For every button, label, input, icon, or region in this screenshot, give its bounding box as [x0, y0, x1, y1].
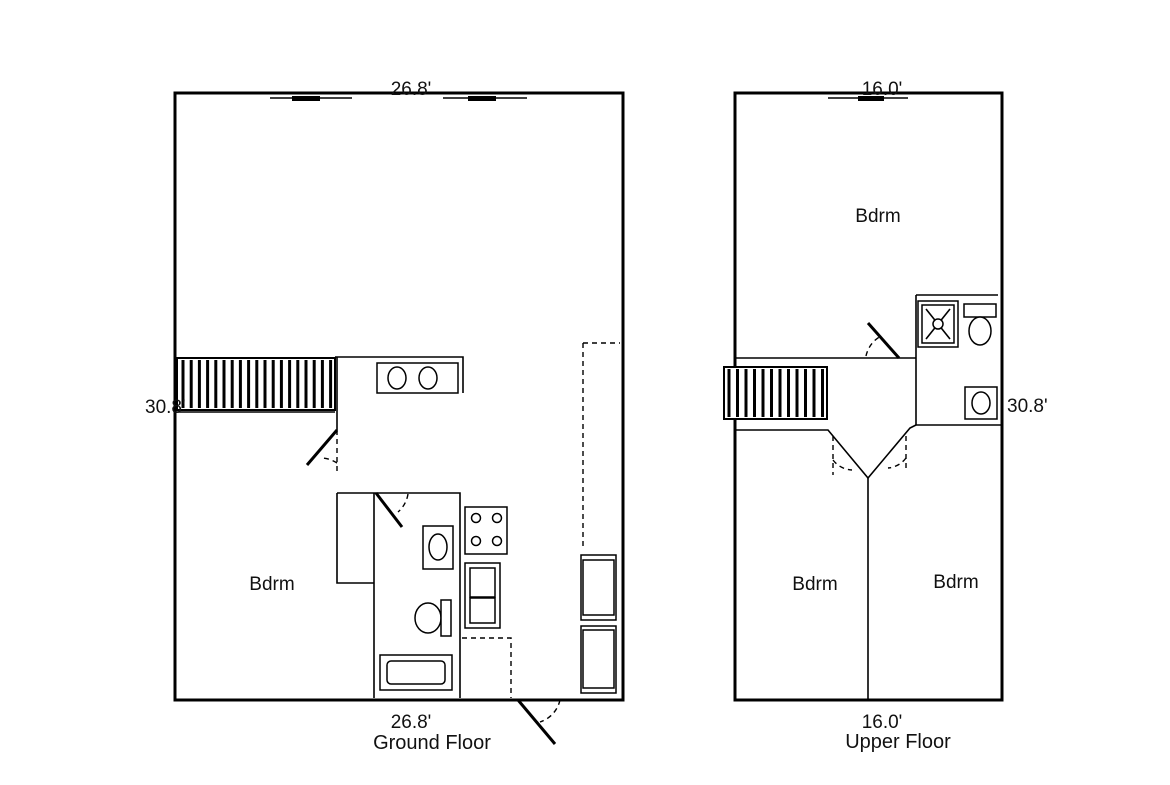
ground-floor-top-dimension: 26.8' [391, 79, 432, 100]
upper-floor-bedroom-top-label: Bdrm [855, 206, 900, 227]
upper-floor-bedroom-right-label: Bdrm [933, 572, 978, 593]
upper-floor-staircase [723, 366, 828, 420]
ground-floor-side-dimension: 30.8' [145, 397, 186, 418]
upper-floor-plan: 16.0' Bdrm 30.8' Bdrm Bdrm 16.0' Upper F… [723, 79, 1048, 753]
ground-floor-interior-walls [175, 342, 620, 698]
upper-floor-bedroom-left-label: Bdrm [792, 574, 837, 595]
ground-floor-window-2 [443, 96, 527, 101]
upper-floor-bottom-dimension: 16.0' [862, 712, 903, 733]
upper-floor-toilet [963, 303, 997, 346]
ground-floor-title: Ground Floor [373, 732, 491, 754]
upper-floor-interior-walls [735, 294, 1002, 700]
upper-floor-top-dimension: 16.0' [862, 79, 903, 100]
ground-floor-exterior-wall [173, 91, 625, 702]
upper-floor-door-2 [832, 436, 853, 475]
upper-floor-title: Upper Floor [845, 731, 951, 753]
ground-floor-staircase [176, 357, 336, 411]
ground-floor-door-2 [374, 492, 409, 528]
upper-floor-door-3 [887, 436, 907, 472]
ground-floor-sink [422, 525, 454, 570]
ground-floor-stove [464, 506, 508, 555]
upper-floor-door-1 [865, 322, 901, 359]
upper-floor-sink [964, 386, 998, 420]
ground-floor-island-cooktop [376, 362, 459, 394]
ground-floor-door-3 [516, 699, 561, 745]
ground-floor-door-1 [305, 429, 339, 466]
ground-floor-closet-units [580, 554, 617, 694]
ground-floor-plan: 26.8' 30.8' Bdrm 26.8' Ground Floor [145, 79, 625, 754]
ground-floor-bathtub [379, 654, 453, 691]
upper-floor-side-dimension: 30.8' [1007, 396, 1048, 417]
upper-floor-window [828, 96, 908, 101]
upper-floor-shower [917, 300, 959, 348]
ground-floor-window-1 [270, 96, 352, 101]
ground-floor-washer-dryer [464, 562, 501, 629]
ground-floor-toilet [414, 599, 452, 637]
ground-floor-bottom-dimension: 26.8' [391, 712, 432, 733]
ground-floor-bedroom-label: Bdrm [249, 574, 294, 595]
